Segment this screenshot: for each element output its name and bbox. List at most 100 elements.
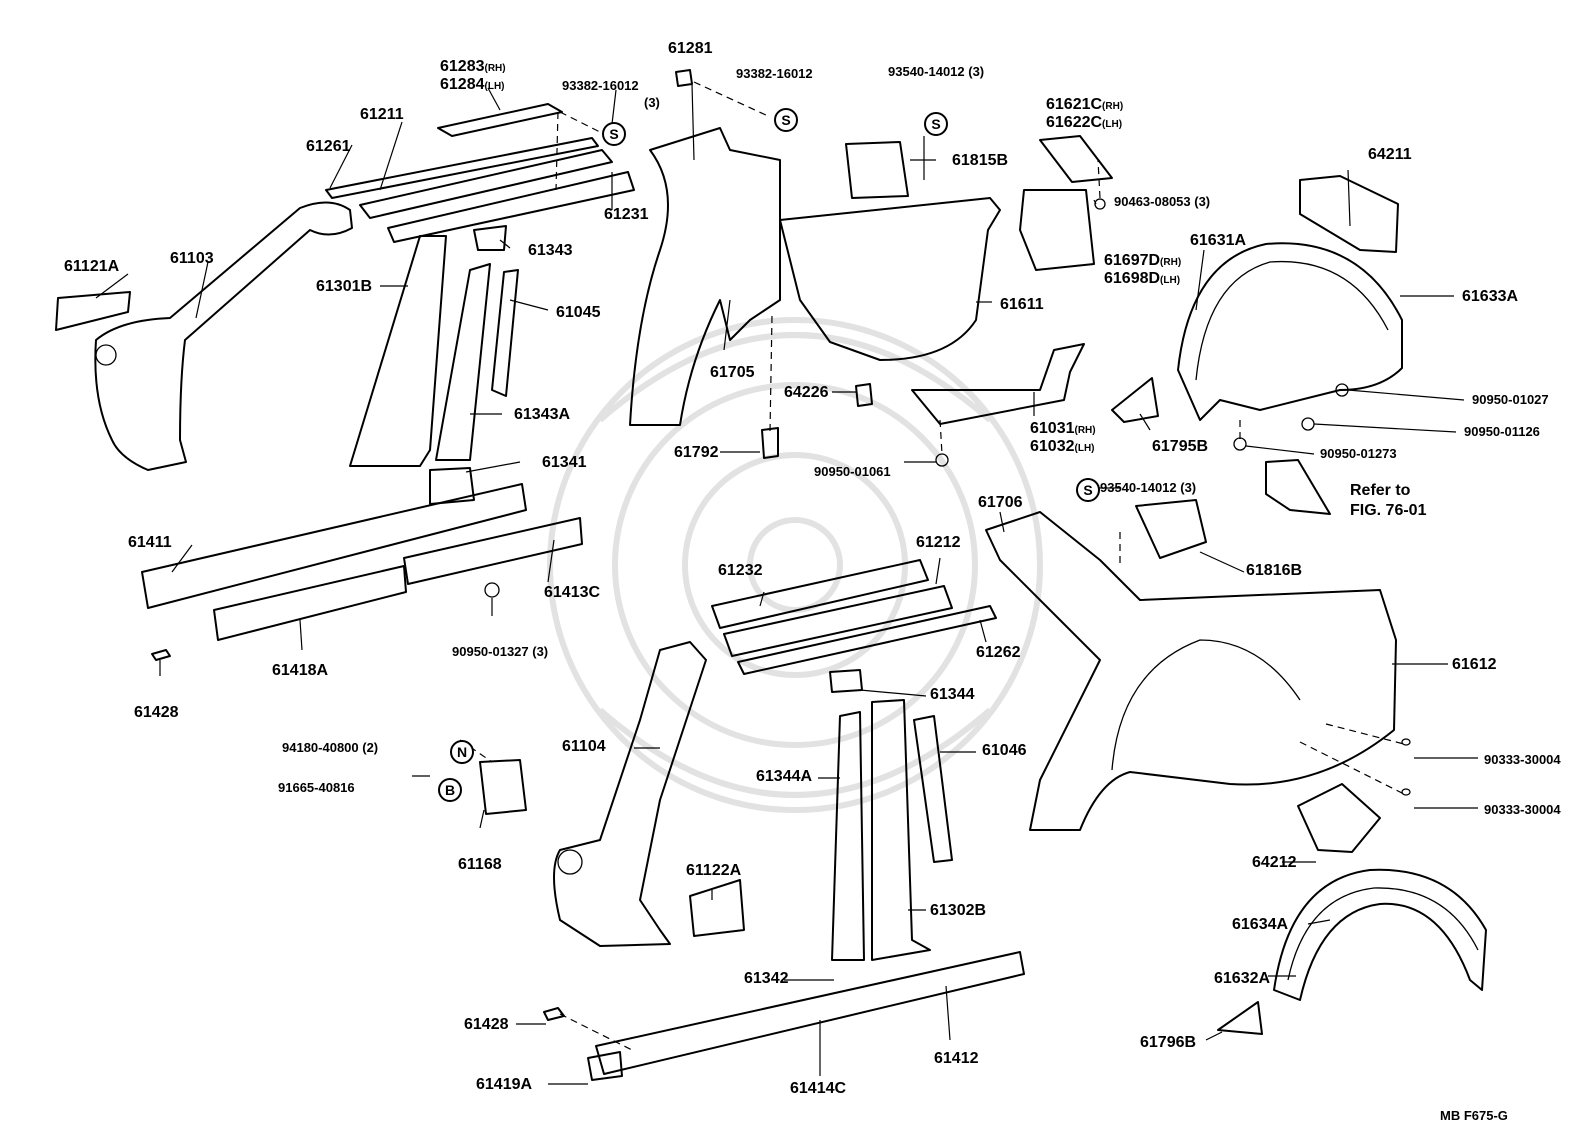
part-61816B bbox=[1135, 499, 1207, 559]
screw-symbol-icon: S bbox=[924, 112, 948, 136]
label-61795B: 61795B bbox=[1152, 438, 1209, 455]
part-61633A bbox=[1177, 242, 1403, 421]
label-61419A: 61419A bbox=[476, 1076, 533, 1093]
part-61281 bbox=[675, 69, 693, 87]
label-90950-01126: 90950-01126 bbox=[1464, 424, 1540, 439]
part-61121A bbox=[55, 291, 131, 331]
part-61418A bbox=[213, 565, 407, 641]
label-61343: 61343 bbox=[528, 242, 573, 259]
part-61796B bbox=[1217, 1001, 1263, 1035]
label-61633A: 61633A bbox=[1462, 288, 1519, 305]
label-90333-30004-b: 90333-30004 bbox=[1484, 802, 1561, 817]
label-61414C: 61414C bbox=[790, 1080, 847, 1097]
label-93382-16012-b: 93382-16012 bbox=[736, 66, 813, 81]
label-61631A: 61631A bbox=[1190, 232, 1247, 249]
label-93382-16012-a: 93382-16012 bbox=[562, 78, 639, 93]
label-61622C: 61622C(LH) bbox=[1046, 114, 1123, 131]
nut-symbol-icon: N bbox=[450, 740, 474, 764]
part-61104 bbox=[553, 641, 707, 947]
figure-code: MB F675-G bbox=[1440, 1108, 1508, 1123]
label-93540-14012-a: 93540-14012 (3) bbox=[888, 64, 985, 79]
label-61262: 61262 bbox=[976, 644, 1021, 661]
label-61697D: 61697D(RH) bbox=[1104, 252, 1182, 269]
part-61262 bbox=[737, 605, 997, 675]
label-94180-40800: 94180-40800 (2) bbox=[282, 740, 379, 755]
label-61611: 61611 bbox=[1000, 296, 1044, 313]
label-61283: 61283(RH) bbox=[440, 58, 506, 75]
part-refer-bracket bbox=[1265, 459, 1331, 515]
label-61342: 61342 bbox=[744, 970, 789, 987]
part-61212 bbox=[723, 585, 953, 657]
label-61284: 61284(LH) bbox=[440, 76, 505, 93]
label-61612: 61612 bbox=[1452, 656, 1497, 673]
part-61103 bbox=[94, 201, 353, 471]
part-61705 bbox=[629, 127, 781, 426]
label-61121A: 61121A bbox=[64, 258, 120, 275]
part-61261 bbox=[325, 137, 599, 199]
part-61046 bbox=[913, 715, 953, 863]
label-61301B: 61301B bbox=[316, 278, 373, 295]
part-61343 bbox=[473, 225, 507, 251]
bolt-symbol-icon: B bbox=[438, 778, 462, 802]
part-64212 bbox=[1297, 783, 1381, 853]
part-61031 bbox=[911, 343, 1085, 425]
label-61168: 61168 bbox=[458, 856, 502, 873]
part-61428-left bbox=[151, 649, 171, 661]
part-61792 bbox=[761, 427, 779, 459]
label-64212: 64212 bbox=[1252, 854, 1297, 871]
label-fig-76-01: FIG. 76-01 bbox=[1350, 502, 1427, 519]
label-61706: 61706 bbox=[978, 494, 1023, 511]
label-90463-08053: 90463-08053 (3) bbox=[1114, 194, 1211, 209]
label-61698D: 61698D(LH) bbox=[1104, 270, 1181, 287]
label-61231: 61231 bbox=[604, 206, 649, 223]
label-61232: 61232 bbox=[718, 562, 763, 579]
part-61611 bbox=[779, 197, 1001, 361]
part-64211 bbox=[1299, 175, 1399, 253]
part-64226 bbox=[855, 383, 873, 407]
screw-symbol-icon: S bbox=[774, 108, 798, 132]
leader-lines bbox=[95, 83, 1478, 1085]
label-61344A: 61344A bbox=[756, 768, 813, 785]
label-61211: 61211 bbox=[360, 106, 404, 123]
label-61412: 61412 bbox=[934, 1050, 979, 1067]
label-91665-40816: 91665-40816 bbox=[278, 780, 355, 795]
part-61697D bbox=[1019, 189, 1095, 271]
label-61343A: 61343A bbox=[514, 406, 571, 423]
part-61621C bbox=[1039, 135, 1113, 183]
label-61031: 61031(RH) bbox=[1030, 420, 1096, 437]
part-61412 bbox=[595, 951, 1025, 1075]
label-61032: 61032(LH) bbox=[1030, 438, 1095, 455]
label-61212: 61212 bbox=[916, 534, 961, 551]
label-61411: 61411 bbox=[128, 534, 172, 551]
label-61302B: 61302B bbox=[930, 902, 987, 919]
label-61815B: 61815B bbox=[952, 152, 1009, 169]
part-61341 bbox=[429, 467, 475, 505]
label-61045: 61045 bbox=[556, 304, 601, 321]
label-refer-to: Refer to bbox=[1350, 482, 1411, 499]
label-61341: 61341 bbox=[542, 454, 587, 471]
label-61261: 61261 bbox=[306, 138, 351, 155]
part-61232 bbox=[711, 559, 929, 629]
label-61705: 61705 bbox=[710, 364, 755, 381]
label-61281: 61281 bbox=[668, 40, 713, 57]
label-90950-01027: 90950-01027 bbox=[1472, 392, 1549, 407]
part-61122A bbox=[689, 879, 745, 937]
part-61045 bbox=[491, 269, 519, 397]
part-61612 bbox=[985, 511, 1397, 831]
label-61122A: 61122A bbox=[686, 862, 742, 879]
part-61411 bbox=[141, 483, 527, 609]
label-61103: 61103 bbox=[170, 250, 214, 267]
label-90950-01327: 90950-01327 (3) bbox=[452, 644, 549, 659]
screw-symbol-icon: S bbox=[1076, 478, 1100, 502]
label-90950-01061: 90950-01061 bbox=[814, 464, 891, 479]
label-61816B: 61816B bbox=[1246, 562, 1303, 579]
part-61344A bbox=[831, 711, 865, 961]
part-61413C bbox=[403, 517, 583, 585]
label-61428-left: 61428 bbox=[134, 704, 179, 721]
part-61168 bbox=[479, 759, 527, 815]
label-61796B: 61796B bbox=[1140, 1034, 1197, 1051]
part-61815B bbox=[845, 141, 909, 199]
label-64226: 64226 bbox=[784, 384, 829, 401]
